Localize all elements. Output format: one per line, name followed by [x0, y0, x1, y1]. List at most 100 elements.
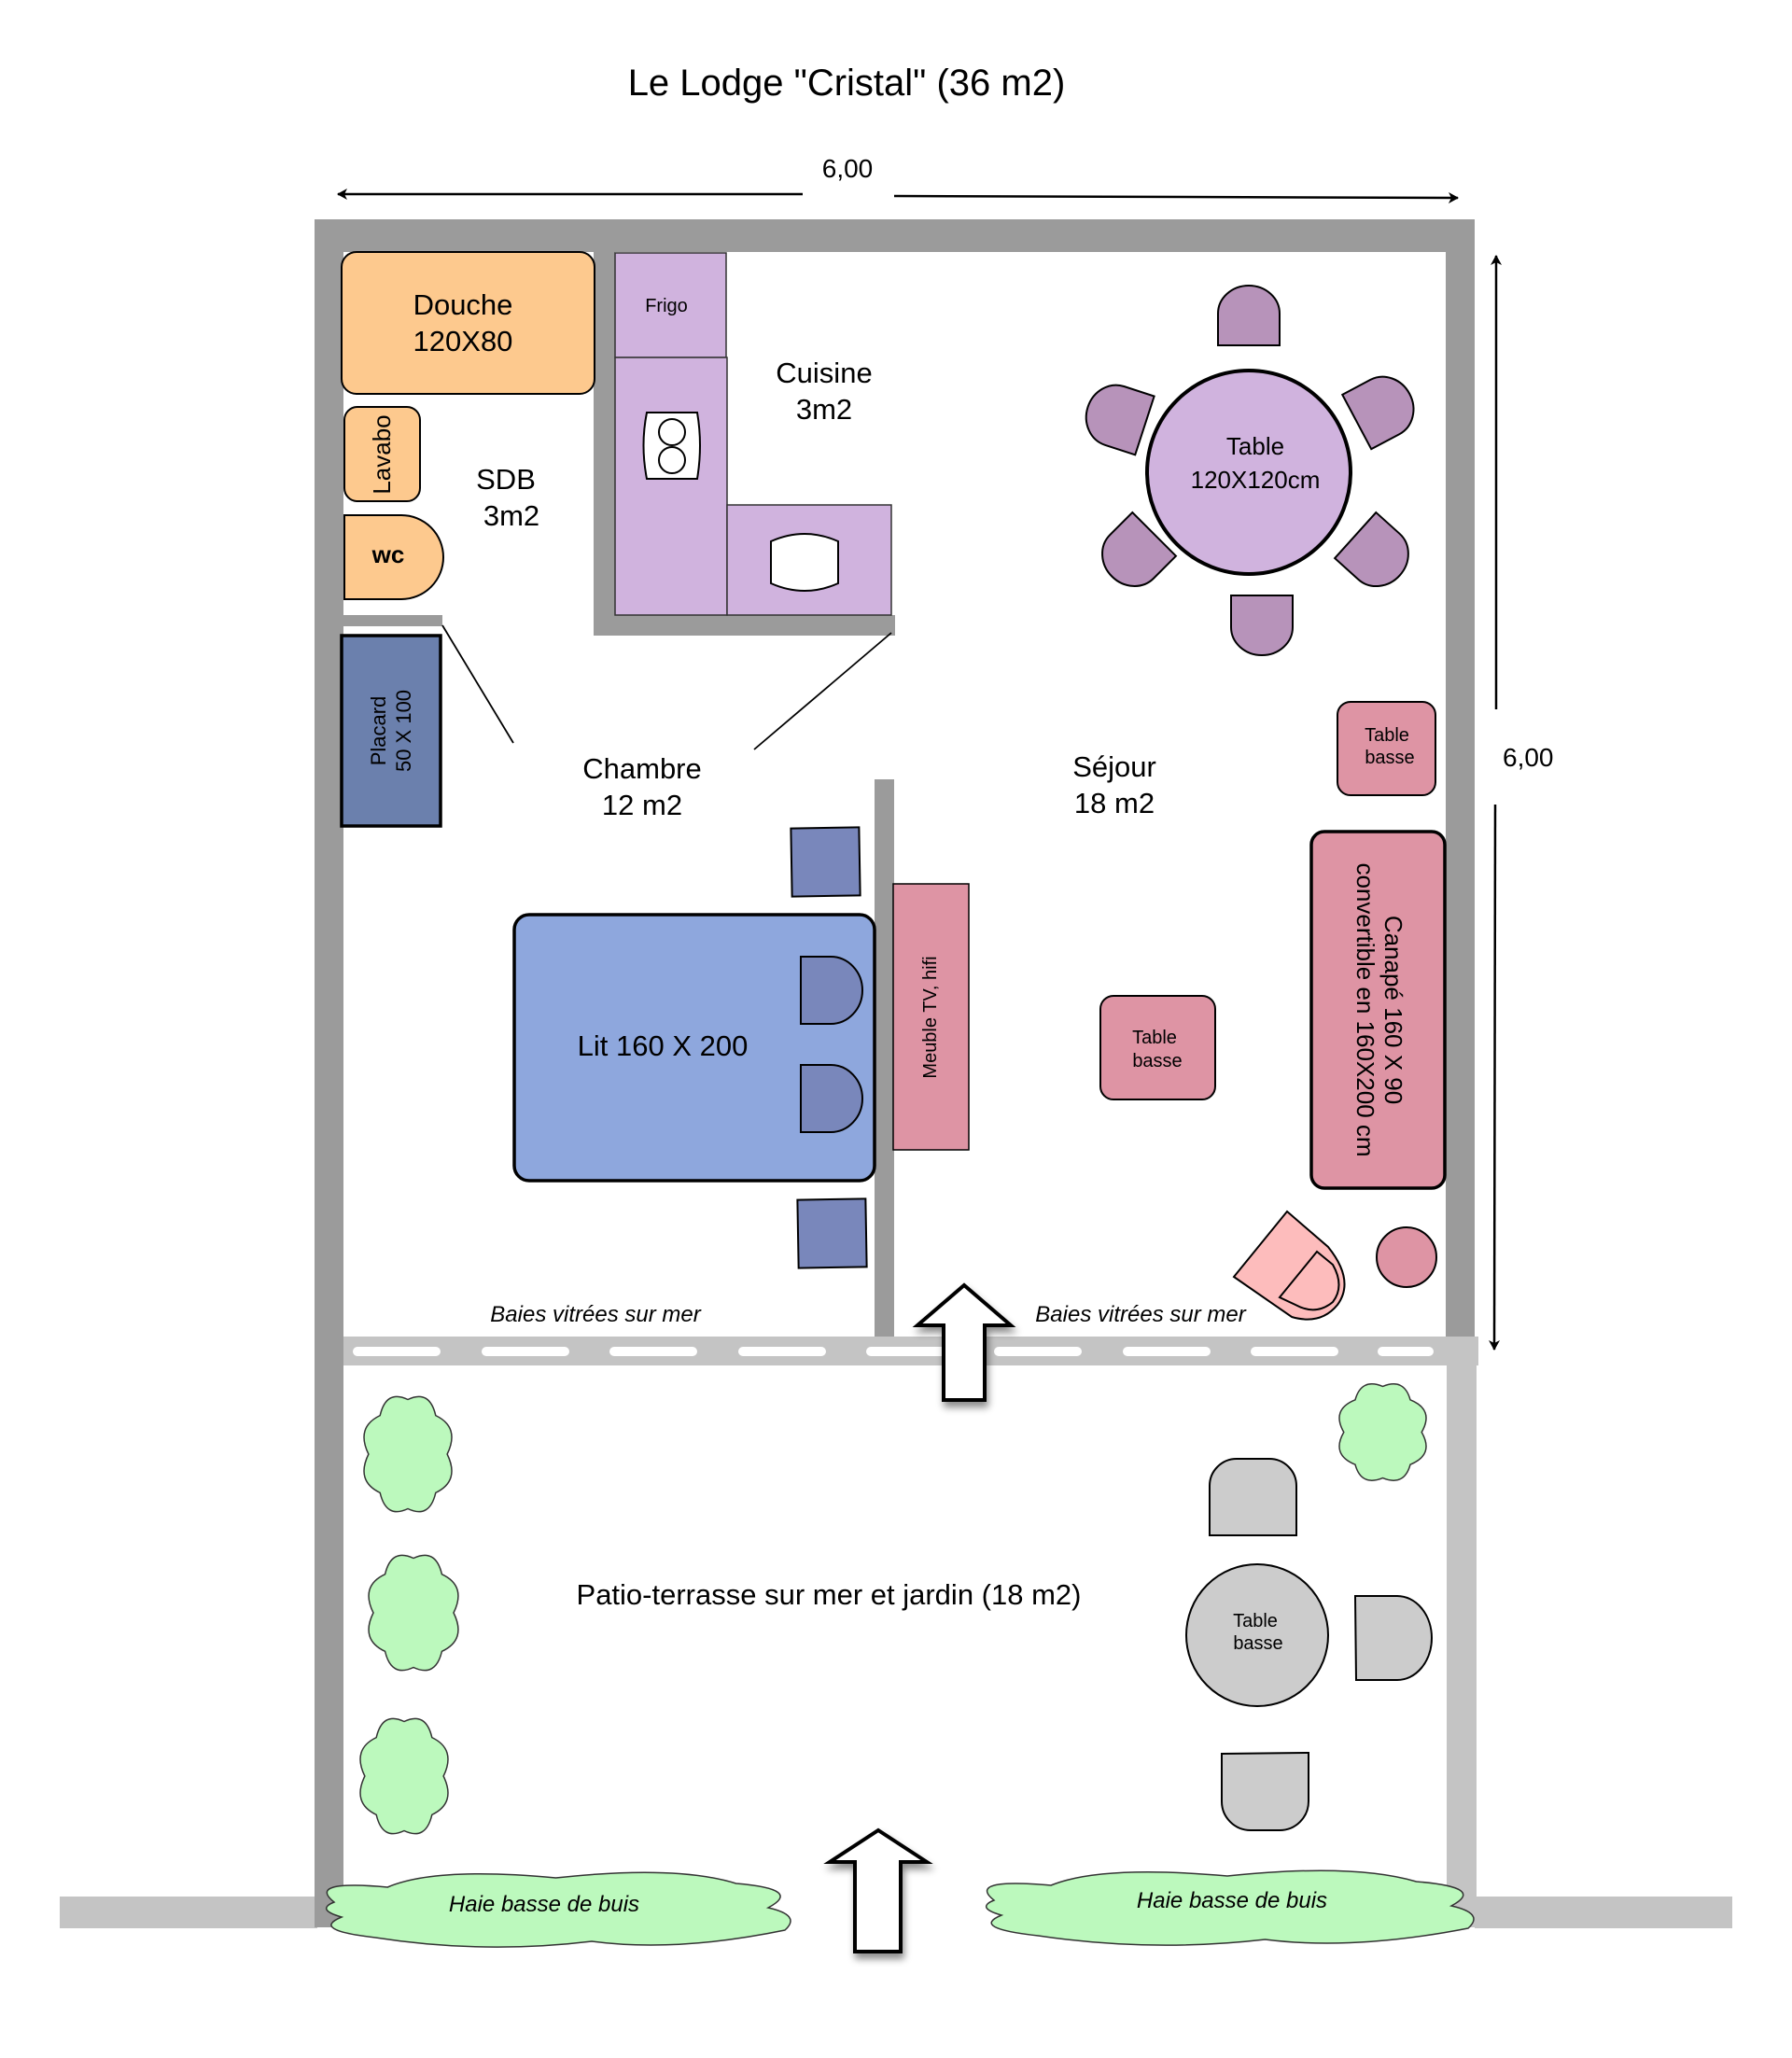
- bathroom-wc: wc: [343, 514, 444, 600]
- width-dimension: 6,00: [337, 154, 1459, 203]
- patio-label: Patio-terrasse sur mer et jardin (18 m2): [577, 1578, 1082, 1611]
- hedge-right-label: Haie basse de buis: [1137, 1888, 1327, 1913]
- coffee-table-mid-label: Table: [1132, 1028, 1177, 1048]
- closet-size: 50 X 100: [392, 690, 415, 772]
- wall-left: [315, 219, 343, 1927]
- height-dimension: 6,00: [1489, 255, 1554, 1351]
- coffee-table-top-shape: [1337, 701, 1436, 796]
- door-swing-kitchen: [753, 632, 892, 750]
- patio-chair-top: [1209, 1458, 1297, 1536]
- dining-chair: [1101, 511, 1178, 587]
- shower-label: Douche: [413, 288, 513, 321]
- coffee-table-top-label: Table: [1365, 725, 1409, 746]
- sofa: [1309, 830, 1447, 1190]
- glass-dash: [994, 1347, 1082, 1356]
- closet-label: Placard: [367, 696, 390, 766]
- kitchen: Frigo: [614, 252, 892, 616]
- patio-table-label2: basse: [1233, 1633, 1282, 1654]
- glass-dash: [1378, 1347, 1434, 1356]
- room-cuisine-name: Cuisine: [776, 357, 872, 389]
- coffee-table-top: Table basse: [1337, 701, 1436, 796]
- coffee-table-mid-shape: [1099, 995, 1216, 1100]
- armchair-seat: [1278, 1250, 1340, 1311]
- sofa-bed: Canapé 160 X 90 convertible en 160X200 c…: [1309, 830, 1447, 1190]
- glass-bay-windows: [343, 1337, 1478, 1365]
- dining-table-label: Table: [1226, 432, 1284, 460]
- coffee-table-top-label2: basse: [1365, 748, 1414, 768]
- bathroom-lavabo: Lavabo: [343, 406, 421, 502]
- dining-chair: [1333, 511, 1409, 588]
- sofa-label: Canapé 160 X 90: [1379, 916, 1407, 1104]
- patio-chair-right: [1353, 1595, 1433, 1681]
- wc-label: wc: [371, 540, 405, 568]
- nightstand-bottom: [796, 1197, 868, 1269]
- coffee-table-mid-label2: basse: [1132, 1051, 1182, 1071]
- dining-chair: [1217, 285, 1281, 346]
- entry-arrow-icon: [912, 1282, 1016, 1402]
- shower: [341, 251, 595, 395]
- glass-dash: [866, 1347, 954, 1356]
- bed: Lit 160 X 200: [512, 913, 876, 1183]
- dining-chair: [1085, 384, 1155, 456]
- patio-table-label: Table: [1233, 1611, 1278, 1631]
- shower-size: 120X80: [413, 325, 513, 357]
- closet: [340, 634, 442, 828]
- wall-right: [1446, 219, 1475, 1339]
- lavabo-label: Lavabo: [368, 414, 396, 494]
- patio-set: Table basse: [1185, 1458, 1433, 1831]
- patio-table: [1185, 1563, 1329, 1707]
- armchair: [1232, 1210, 1346, 1321]
- wall-sdb-bottom: [343, 615, 442, 626]
- wall-kitchen-left: [594, 252, 615, 636]
- window-label-left: Baies vitrées sur mer: [490, 1302, 701, 1327]
- bush-icon: [363, 1395, 453, 1513]
- pillow-top: [800, 956, 863, 1025]
- room-sdb-area: 3m2: [483, 499, 539, 532]
- tv-cabinet-label: Meuble TV, hifi: [920, 956, 941, 1078]
- height-label: 6,00: [1503, 743, 1554, 772]
- bush-icon: [1338, 1383, 1427, 1481]
- dining-table-size: 120X120cm: [1191, 466, 1321, 494]
- counter-left: [614, 357, 728, 616]
- ground-band-right: [1475, 1897, 1732, 1928]
- toilet: [343, 514, 444, 600]
- coffee-table-mid: Table basse: [1099, 995, 1216, 1100]
- bed-label: Lit 160 X 200: [578, 1029, 749, 1062]
- glass-dash: [738, 1347, 826, 1356]
- wall-kitchen-bottom: [594, 615, 895, 636]
- sink-icon: [770, 533, 839, 592]
- dining-chair: [1340, 375, 1415, 451]
- fridge: [614, 252, 727, 358]
- dimension-arrow-down: [1489, 804, 1501, 1351]
- glass-dash: [609, 1347, 697, 1356]
- wall-right-patio: [1447, 1339, 1477, 1927]
- round-stool: [1376, 1226, 1437, 1288]
- window-label-right: Baies vitrées sur mer: [1035, 1302, 1246, 1327]
- room-sdb-name: SDB: [476, 463, 536, 496]
- room-chambre-name: Chambre: [582, 752, 702, 785]
- tv-cabinet: [892, 883, 970, 1151]
- room-sejour-name: Séjour: [1072, 750, 1156, 783]
- room-cuisine-area: 3m2: [796, 393, 852, 426]
- nightstand-top: [790, 826, 861, 898]
- hob-icon: [642, 412, 701, 480]
- glass-dash: [1251, 1347, 1338, 1356]
- plan-title: Le Lodge "Cristal" (36 m2): [628, 63, 1066, 104]
- sink-basin: [343, 406, 421, 502]
- hedge-left-shape: [326, 1871, 791, 1948]
- glass-dash: [353, 1347, 441, 1356]
- hedge-left-label: Haie basse de buis: [449, 1892, 639, 1917]
- door-swing-sdb: [441, 624, 514, 744]
- glass-dash: [1123, 1347, 1211, 1356]
- fridge-label: Frigo: [645, 296, 688, 316]
- width-label: 6,00: [822, 154, 874, 183]
- dimension-arrow-right: [893, 191, 1459, 203]
- wall-top: [315, 219, 1475, 252]
- wall-partition: [875, 779, 894, 1337]
- glass-dash: [482, 1347, 569, 1356]
- placard: Placard 50 X 100: [340, 634, 442, 828]
- sofa-label2: convertible en 160X200 cm: [1351, 862, 1379, 1156]
- hedge-right-shape: [986, 1869, 1475, 1946]
- bush-icon: [359, 1717, 449, 1835]
